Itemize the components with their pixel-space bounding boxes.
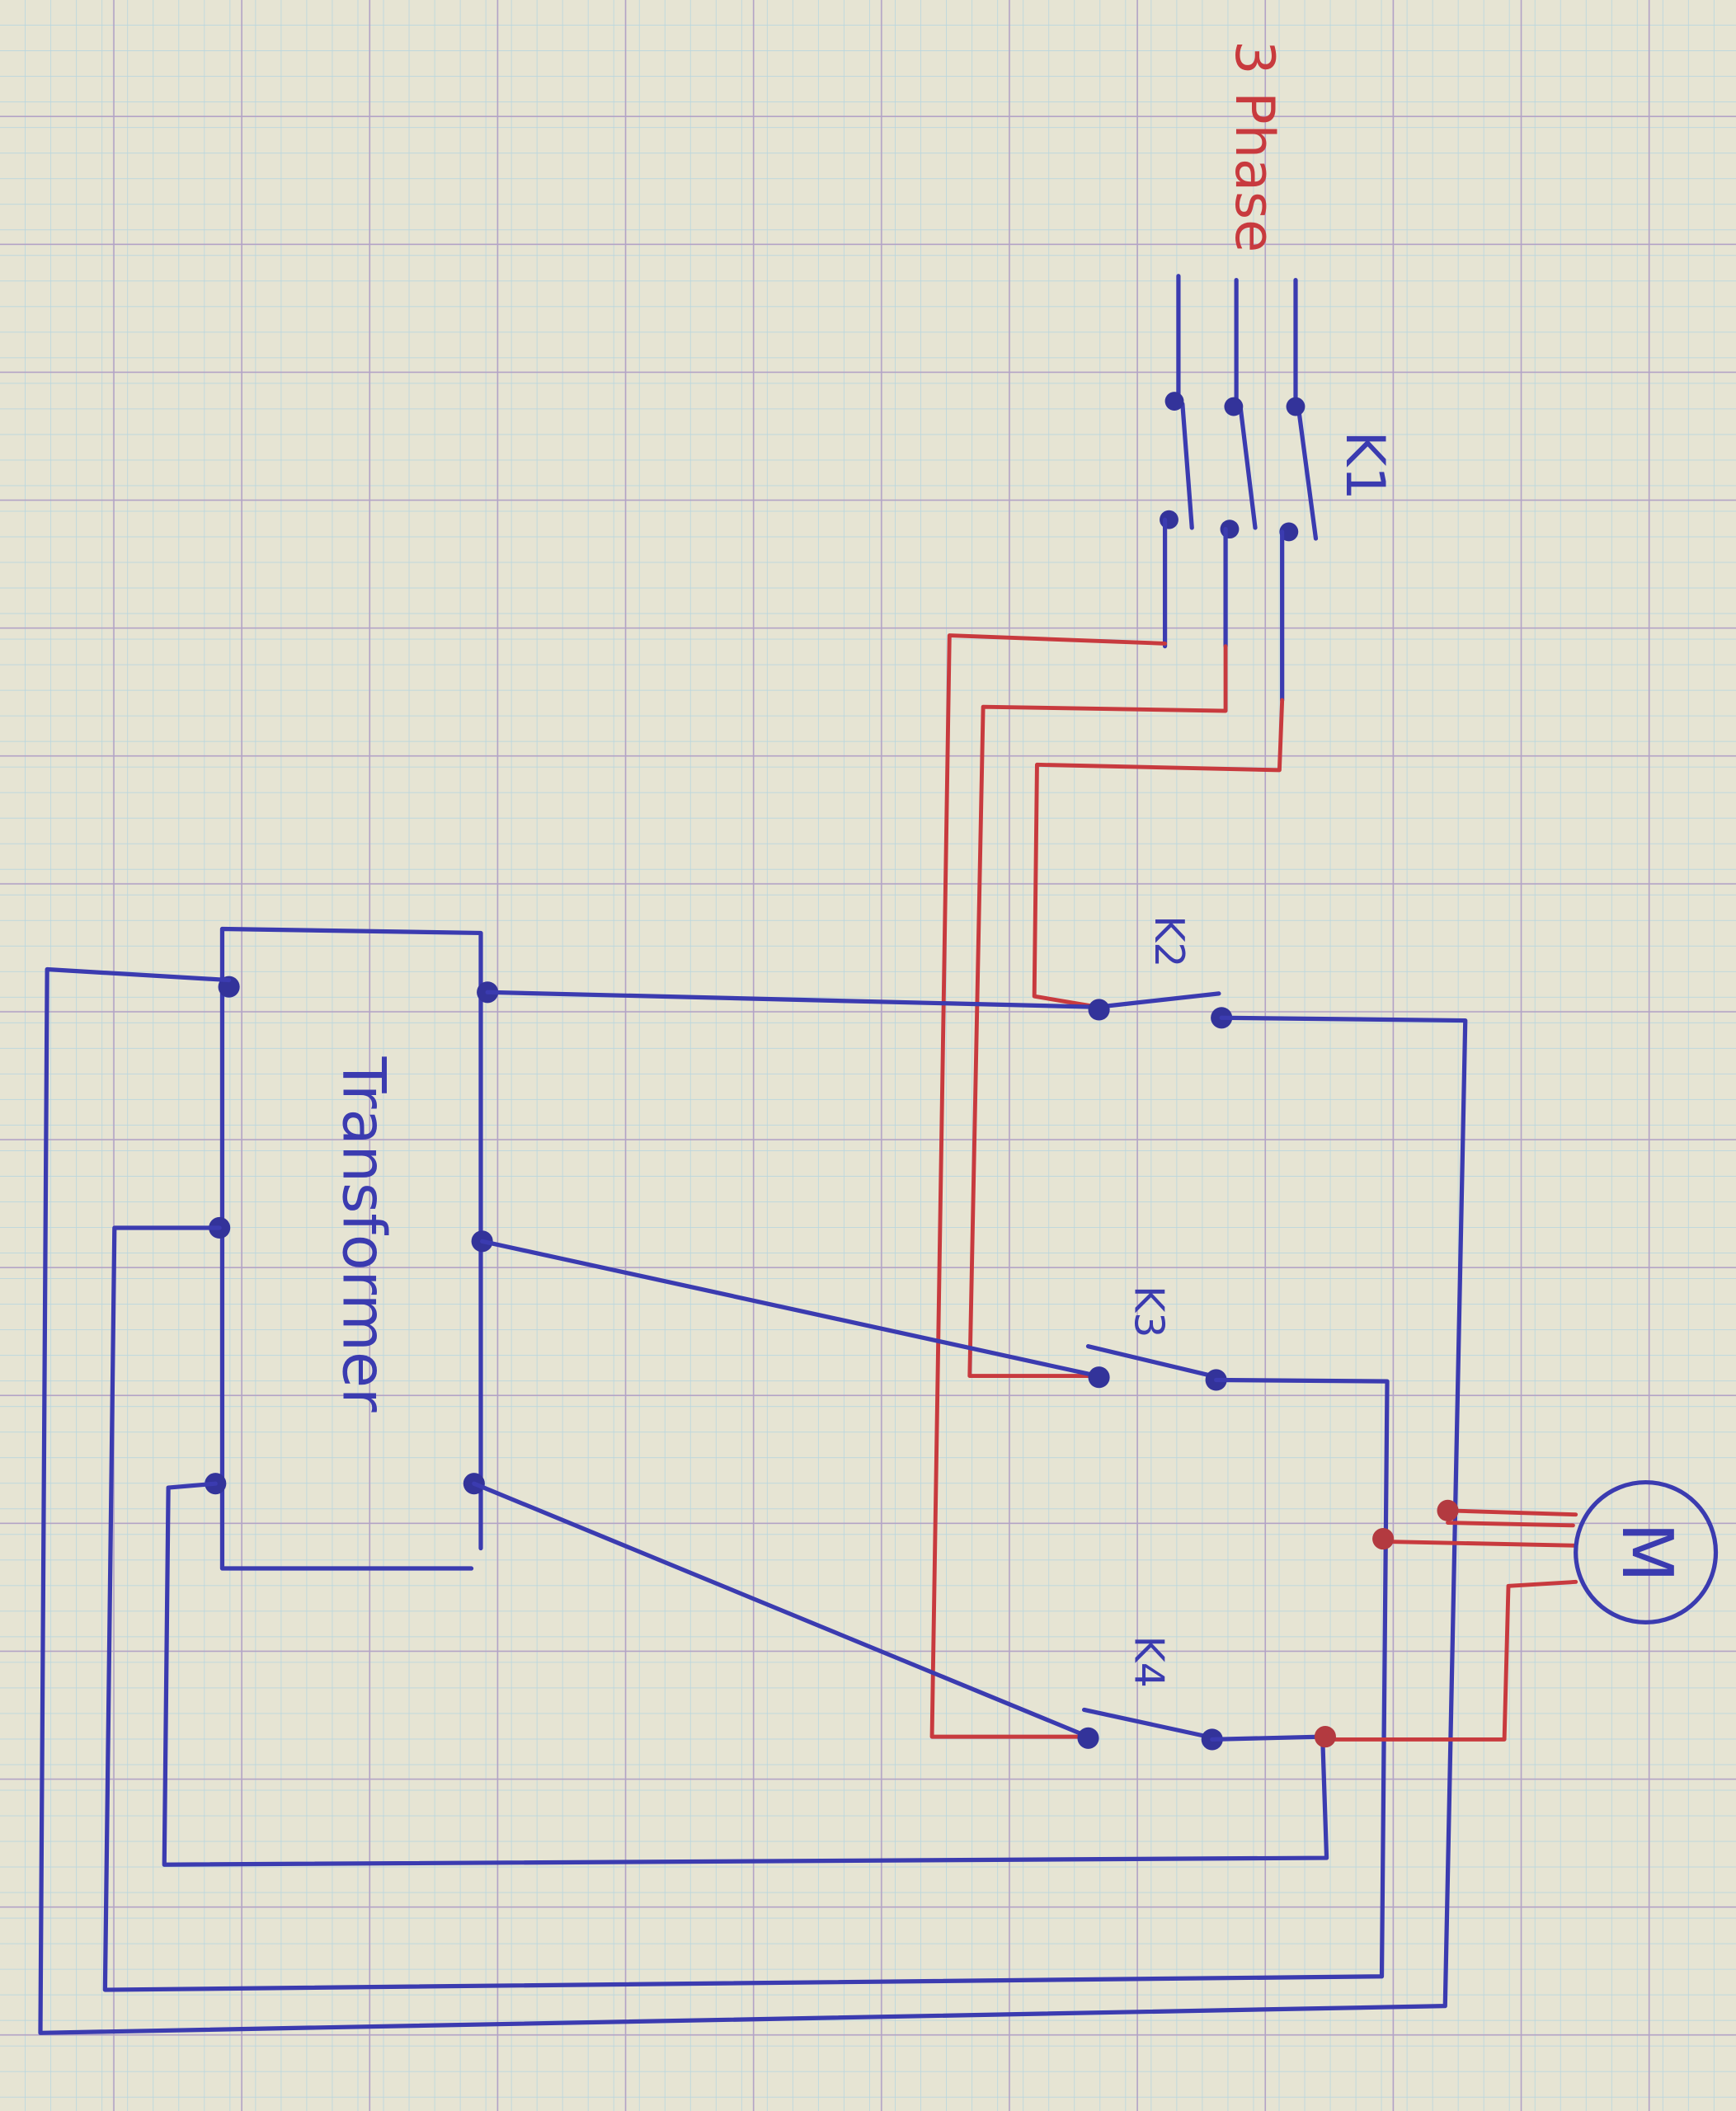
k2-label: K2 bbox=[1146, 915, 1193, 967]
contactor-k2: K2 bbox=[38, 915, 1468, 2035]
supply-label: 3 Phase bbox=[1223, 40, 1286, 252]
motor-connections bbox=[1314, 1499, 1578, 1748]
transformer: Transformer bbox=[205, 926, 499, 1571]
phase-wire-3 bbox=[1032, 698, 1285, 1009]
k3-label: K3 bbox=[1126, 1286, 1173, 1338]
motor: M bbox=[1574, 1479, 1719, 1624]
phase-wire-2 bbox=[967, 644, 1228, 1379]
contactor-k1: K1 bbox=[1160, 274, 1396, 703]
k1-label: K1 bbox=[1334, 430, 1396, 500]
contactor-k4: K4 bbox=[162, 1481, 1329, 1867]
contactor-k3: K3 bbox=[102, 1225, 1390, 1992]
motor-label: M bbox=[1606, 1522, 1687, 1582]
transformer-label: Transformer bbox=[329, 1056, 398, 1413]
k4-label: K4 bbox=[1126, 1636, 1173, 1688]
phase-wire-1 bbox=[929, 633, 1168, 1739]
